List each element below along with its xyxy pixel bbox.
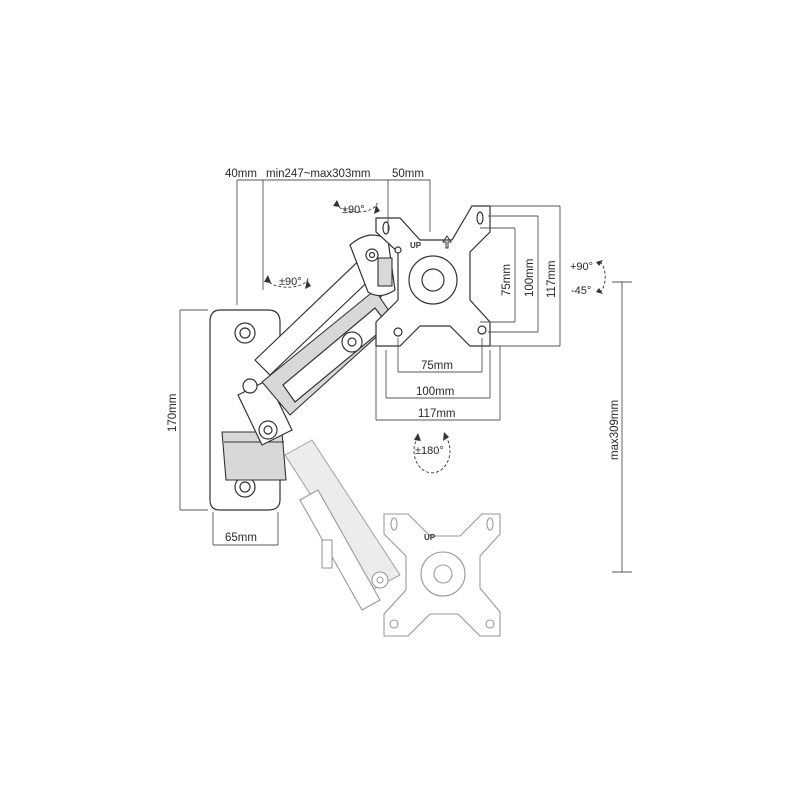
rotate-icon-swivel-top bbox=[333, 200, 380, 214]
rotation-tilt-down: -45° bbox=[571, 285, 591, 297]
wall-bracket-clamp bbox=[221, 431, 287, 481]
lower-joint bbox=[237, 378, 293, 446]
lowered-vesa-plate-ghost: UP bbox=[383, 513, 501, 637]
up-arrow-icon bbox=[442, 235, 452, 249]
dim-plate-height-117: 117mm bbox=[546, 261, 558, 299]
up-label: UP bbox=[410, 241, 422, 250]
vesa-plate: UP bbox=[375, 205, 491, 347]
dim-plate-width-100: 100mm bbox=[416, 386, 454, 398]
rotate-icon-swivel-arm bbox=[264, 275, 311, 289]
head-joint bbox=[349, 234, 396, 297]
dim-wall-plate-height: 170mm bbox=[167, 394, 179, 432]
lowered-arm-ghost bbox=[284, 439, 401, 611]
dim-plate-height-100: 100mm bbox=[524, 259, 536, 297]
rotation-swivel-arm: ±90° bbox=[279, 276, 302, 288]
rotation-swivel-top: ±90° bbox=[342, 204, 365, 216]
dimension-lines bbox=[179, 179, 632, 573]
dim-plate-height-75: 75mm bbox=[501, 264, 513, 296]
dim-vertical-travel: max309mm bbox=[609, 400, 621, 460]
arm-gas-spring bbox=[261, 289, 396, 416]
dim-plate-width-117: 117mm bbox=[418, 408, 456, 420]
rotation-180: ±180° bbox=[415, 445, 444, 457]
dim-plate-width-75: 75mm bbox=[421, 360, 453, 372]
dim-wall-offset: 40mm bbox=[225, 168, 257, 180]
dim-arm-extension: min247~max303mm bbox=[266, 168, 371, 180]
rotation-tilt-up: +90° bbox=[570, 261, 593, 273]
tilt-icon bbox=[596, 260, 606, 294]
dim-wall-plate-width: 65mm bbox=[225, 532, 257, 544]
dim-plate-offset: 50mm bbox=[392, 168, 424, 180]
vesa-hole-75 bbox=[393, 327, 403, 337]
rotate-icon-180 bbox=[413, 432, 451, 474]
svg-text:UP: UP bbox=[424, 533, 436, 542]
